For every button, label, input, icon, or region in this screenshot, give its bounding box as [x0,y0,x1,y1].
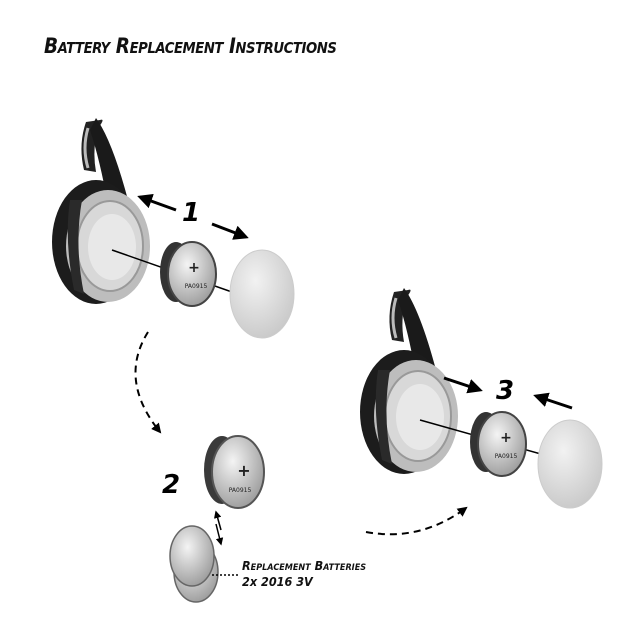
battery-plus-3: + [500,430,512,446]
battery-caption: Replacement Batteries 2x 2016 3V [242,558,366,590]
battery-model-3: PA0915 [495,453,518,460]
step-1-label: 1 [182,198,201,228]
battery-model-1: PA0915 [185,283,208,290]
battery-plus-2: + [237,461,250,480]
battery-module-2: + PA0915 [204,435,265,509]
coin-cells [169,525,219,603]
caption-line-2: 2x 2016 3V [242,574,313,589]
battery-plus-1: + [188,260,200,276]
page-title: Battery Replacement Instructions [44,34,337,58]
step3-arrow-right [443,376,483,394]
step1-arrow-left [137,194,177,212]
light-housing-3 [360,288,458,474]
light-housing-1 [52,118,150,304]
swap-arrow [213,510,222,531]
battery-model-2: PA0915 [229,487,252,494]
caption-line-1: Replacement Batteries [242,558,367,573]
flow-arrow-1-to-2 [134,331,162,434]
step-3-label: 3 [496,376,515,406]
battery-module-1: + PA0915 [160,241,217,307]
step3-arrow-left [533,392,573,410]
lens-cap-1 [229,249,295,339]
lens-cap-3 [537,419,603,509]
battery-module-3: + PA0915 [470,411,527,477]
flow-arrow-2-to-3 [365,506,468,536]
step1-arrow-right [211,222,249,240]
step-2-label: 2 [162,470,181,500]
